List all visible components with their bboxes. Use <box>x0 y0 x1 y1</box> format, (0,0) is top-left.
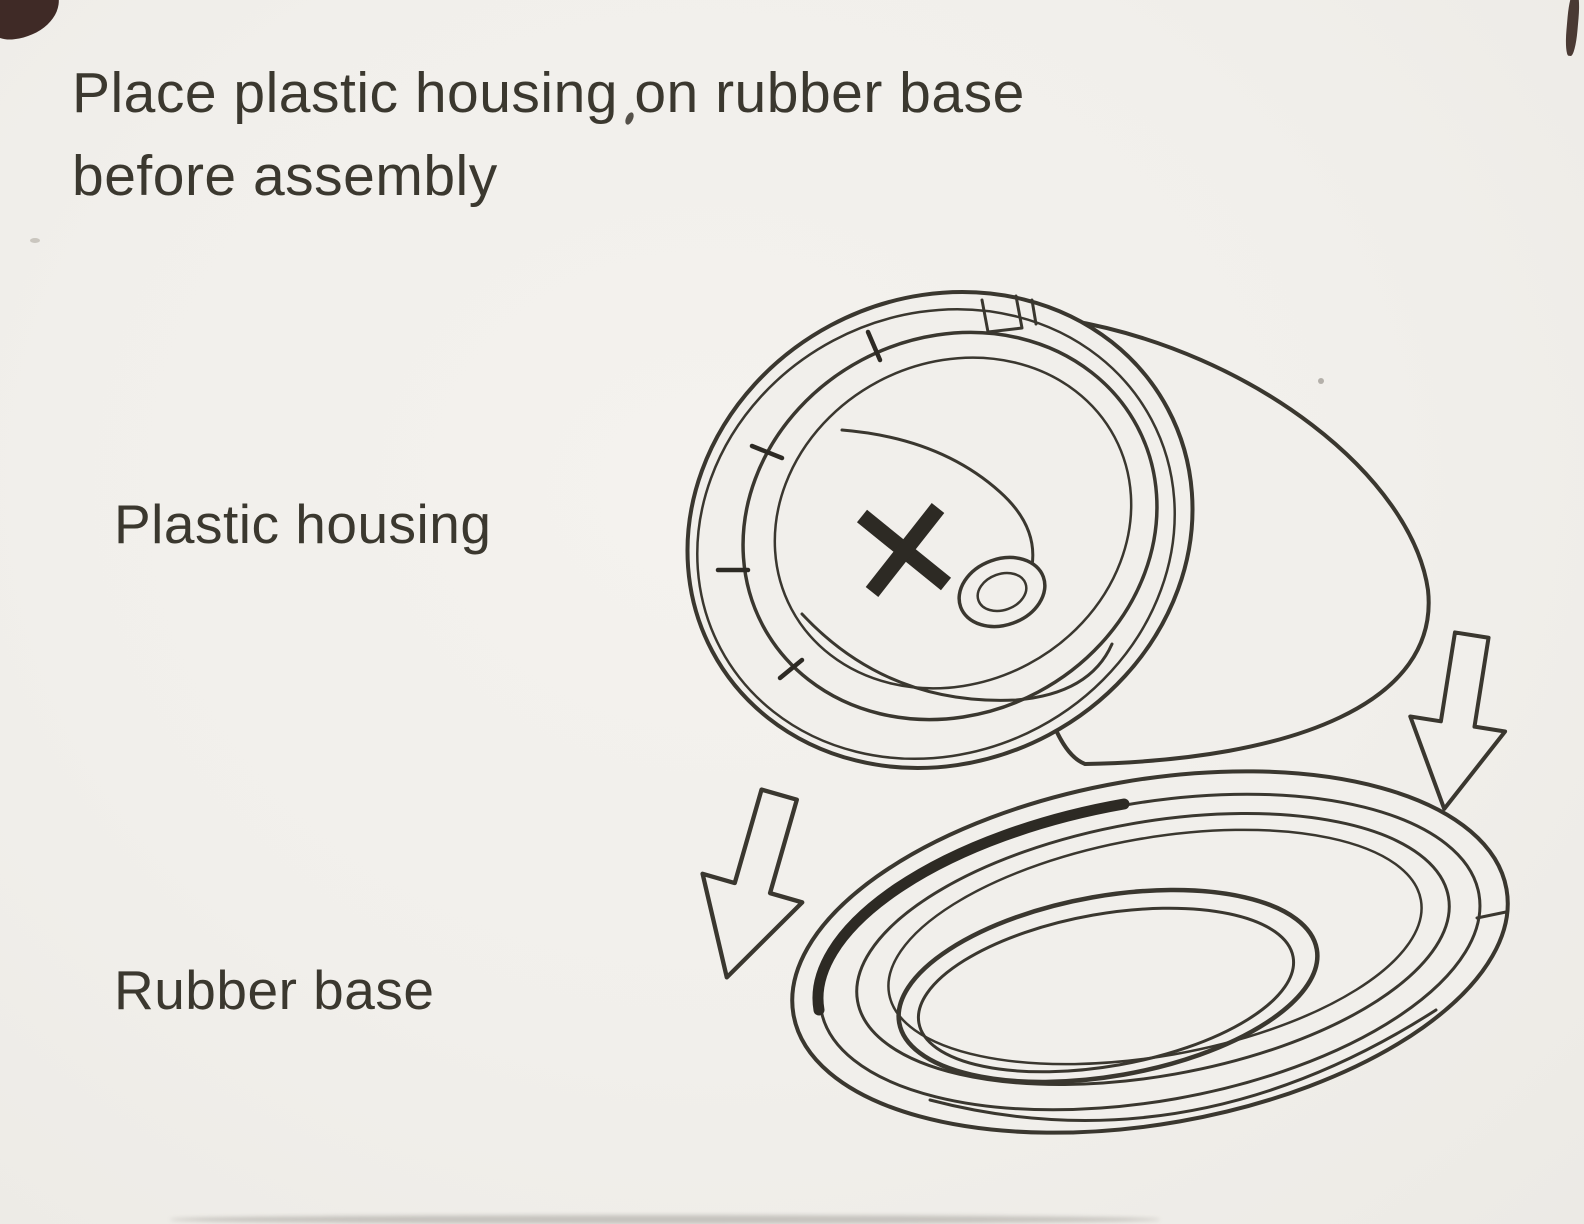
housing-rim-notch <box>980 294 1024 334</box>
label-rubber-base: Rubber base <box>114 959 435 1021</box>
housing-groove <box>773 356 1133 690</box>
base-thick-seal-arc <box>812 798 1130 1016</box>
housing-rim-outer <box>685 290 1195 770</box>
housing-rim-inner <box>741 330 1159 722</box>
housing-boss-hole <box>976 571 1028 613</box>
base-lower-double-contour <box>928 1008 1438 1122</box>
base-ring-3 <box>855 812 1451 1086</box>
plastic-housing-drawing <box>685 290 1431 770</box>
rubber-base-drawing <box>790 769 1510 1135</box>
down-arrow-left-icon <box>700 787 805 980</box>
base-outer-ring <box>790 769 1510 1135</box>
base-opening-inner <box>916 906 1296 1074</box>
instruction-title: Place plastic housing on rubber base bef… <box>72 52 1025 218</box>
housing-screw-cross <box>856 503 952 597</box>
label-plastic-housing: Plastic housing <box>114 493 492 555</box>
housing-rim-band <box>696 308 1176 760</box>
base-right-seam <box>1475 910 1508 920</box>
instruction-title-line2: before assembly <box>72 144 498 209</box>
base-opening-outer <box>896 887 1320 1085</box>
housing-rim-notch-2 <box>1030 298 1038 326</box>
base-inner-band <box>887 828 1423 1066</box>
housing-interior-wall <box>840 428 1035 568</box>
housing-interior-floor <box>800 612 1114 702</box>
instruction-title-line1: Place plastic housing on rubber base <box>72 61 1025 125</box>
down-arrow-right-icon <box>1408 630 1508 811</box>
housing-boss-cylinder <box>957 555 1047 629</box>
housing-rim-ticks <box>715 329 883 681</box>
